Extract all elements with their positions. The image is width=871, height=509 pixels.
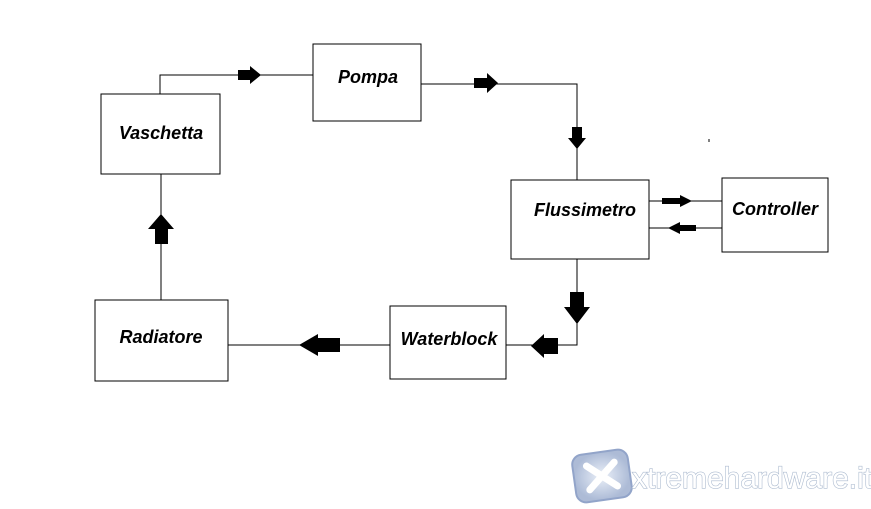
arrow-left-icon [668,222,696,234]
node-label-controller: Controller [732,199,819,219]
node-label-waterblock: Waterblock [401,329,499,349]
watermark: xtremehardware.it [571,448,871,504]
arrowheads [148,66,696,358]
watermark-text: xtremehardware.it [632,462,871,495]
node-controller: Controller [721,177,829,253]
node-waterblock: Waterblock [389,305,507,380]
edge-vaschetta-pompa [159,74,313,94]
x-logo-icon [571,448,633,504]
node-label-radiatore: Radiatore [119,327,202,347]
arrow-left-icon [299,334,340,356]
node-label-vaschetta: Vaschetta [119,123,203,143]
arrow-right-icon [238,66,261,84]
arrow-up-icon [148,214,174,244]
arrow-down-icon [564,292,590,324]
arrow-down-icon [568,127,586,149]
arrow-left-icon [531,334,558,358]
arrow-right-icon [474,73,498,93]
node-flussimetro: Flussimetro [510,179,650,260]
edge-pompa-flussimetro [421,83,578,180]
node-label-pompa: Pompa [338,67,398,87]
edge-flussimetro-waterblock [506,259,578,346]
arrow-right-icon [662,195,692,207]
node-vaschetta: Vaschetta [100,93,221,175]
node-radiatore: Radiatore [94,299,229,382]
node-pompa: Pompa [312,43,422,122]
node-label-flussimetro: Flussimetro [534,200,636,220]
